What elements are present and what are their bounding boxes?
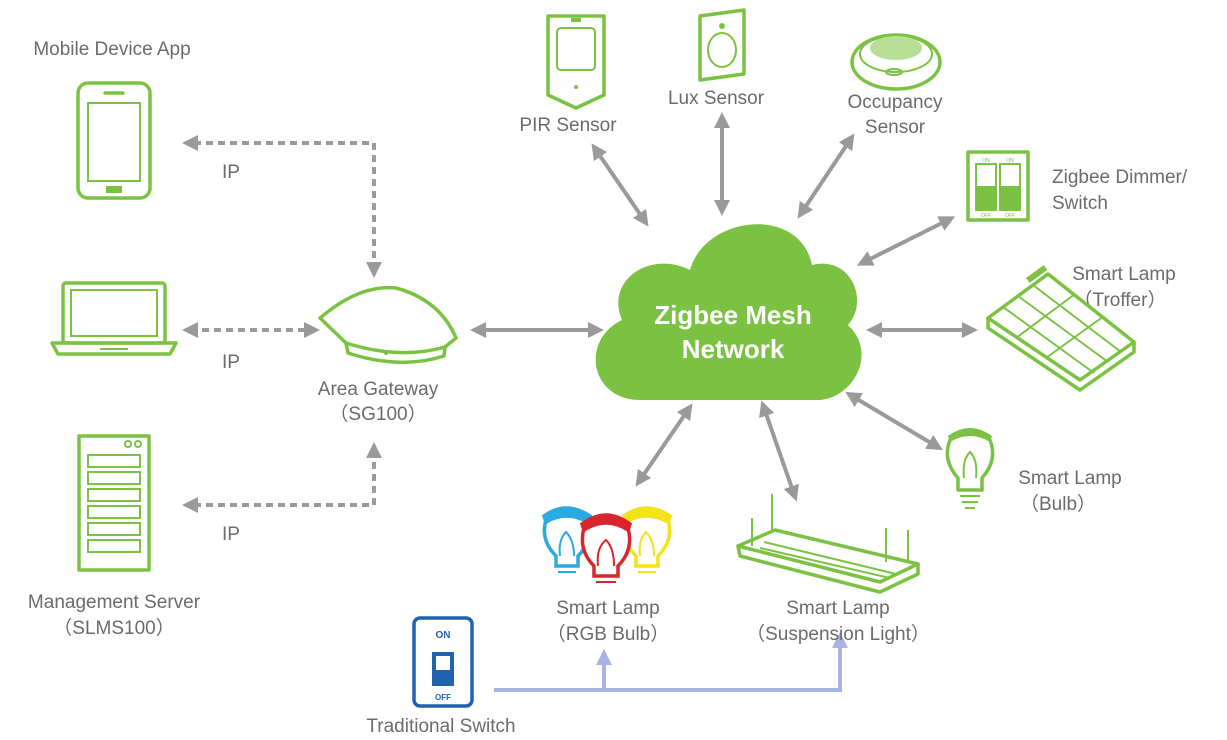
occupancy-label-line1: Occupancy bbox=[847, 92, 943, 113]
arrow-rgb-cloud bbox=[635, 403, 693, 487]
troffer-label-line1: Smart Lamp bbox=[1072, 264, 1175, 285]
cloud-shape bbox=[595, 224, 862, 401]
bulb-label-line2: （Bulb） bbox=[1020, 493, 1096, 515]
dimmer-on-label-left: ON bbox=[982, 158, 990, 164]
troffer-label-line2: （Troffer） bbox=[1074, 289, 1167, 311]
dimmer-switch-icon: ON ON OFF OFF bbox=[966, 150, 1030, 222]
server-label-line1: Management Server bbox=[28, 592, 201, 613]
occupancy-sensor-icon bbox=[850, 33, 942, 91]
suspension-label-line1: Smart Lamp bbox=[786, 598, 889, 619]
dimmer-label-line2: Switch bbox=[1052, 193, 1108, 214]
server-rack-icon bbox=[77, 434, 151, 572]
suspension-light-icon bbox=[736, 494, 920, 594]
ip-link-server bbox=[182, 442, 382, 513]
pir-sensor: PIR Sensor bbox=[519, 14, 617, 136]
ip-label-laptop: IP bbox=[222, 352, 240, 373]
lux-sensor: Lux Sensor bbox=[668, 8, 765, 109]
mobile-device-label: Mobile Device App bbox=[33, 39, 190, 60]
suspension-label-line2: （Suspension Light） bbox=[746, 623, 930, 645]
rgb-bulbs-icon bbox=[541, 506, 673, 583]
switch-wiring bbox=[494, 632, 848, 692]
smart-lamp-rgb: Smart Lamp （RGB Bulb） bbox=[541, 506, 673, 645]
smart-lamp-troffer: Smart Lamp （Troffer） bbox=[986, 264, 1176, 392]
gateway-device-icon bbox=[318, 285, 458, 364]
pir-sensor-label: PIR Sensor bbox=[519, 115, 617, 136]
mesh-connections bbox=[470, 112, 978, 502]
area-gateway: Area Gateway （SG100） bbox=[318, 285, 458, 425]
dimmer-label-line1: Zigbee Dimmer/ bbox=[1052, 167, 1188, 188]
switch-on-label: ON bbox=[436, 630, 451, 641]
cloud-title-line1: Zigbee Mesh bbox=[654, 300, 811, 330]
arrow-dimmer-cloud bbox=[856, 216, 956, 266]
toggle-switch-icon: ON OFF bbox=[412, 616, 474, 708]
laptop-icon bbox=[50, 281, 178, 356]
laptop bbox=[50, 281, 178, 356]
lux-sensor-icon bbox=[698, 8, 746, 82]
server-label-line2: （SLMS100） bbox=[53, 617, 174, 639]
lux-sensor-label: Lux Sensor bbox=[668, 88, 765, 109]
zigbee-mesh-cloud: Zigbee Mesh Network bbox=[595, 224, 862, 401]
dimmer-on-label-right: ON bbox=[1006, 158, 1014, 164]
occupancy-label-line2: Sensor bbox=[865, 117, 926, 138]
ip-label-server: IP bbox=[222, 524, 240, 545]
gateway-label-line1: Area Gateway bbox=[318, 379, 439, 400]
dimmer-off-label-left: OFF bbox=[981, 213, 991, 219]
ip-link-mobile bbox=[182, 135, 382, 278]
arrow-bulb-cloud bbox=[845, 391, 943, 451]
wire-main bbox=[494, 632, 848, 692]
smart-lamp-suspension: Smart Lamp （Suspension Light） bbox=[736, 494, 930, 645]
green-bulb-icon bbox=[945, 428, 995, 509]
arrow-occupancy-cloud bbox=[797, 133, 855, 219]
bulb-label-line1: Smart Lamp bbox=[1018, 468, 1121, 489]
troffer-lamp-icon bbox=[986, 265, 1136, 392]
dimmer-off-label-right: OFF bbox=[1005, 213, 1015, 219]
smartphone-icon bbox=[76, 81, 152, 200]
rgb-label-line2: （RGB Bulb） bbox=[547, 623, 669, 645]
rgb-label-line1: Smart Lamp bbox=[556, 598, 659, 619]
zigbee-dimmer-switch: ON ON OFF OFF Zigbee Dimmer/ Switch bbox=[966, 150, 1188, 222]
smart-lamp-bulb: Smart Lamp （Bulb） bbox=[945, 428, 1122, 515]
ip-label-mobile: IP bbox=[222, 162, 240, 183]
arrow-suspension-cloud bbox=[759, 400, 799, 502]
red-bulb-icon bbox=[579, 513, 633, 583]
traditional-switch-label: Traditional Switch bbox=[366, 716, 515, 737]
management-server: Management Server （SLMS100） bbox=[28, 434, 201, 639]
switch-off-label: OFF bbox=[435, 693, 451, 702]
ip-connections: IP IP IP bbox=[182, 135, 382, 545]
cloud-title-line2: Network bbox=[682, 334, 785, 364]
gateway-label-line2: （SG100） bbox=[329, 403, 426, 425]
pir-sensor-icon bbox=[546, 14, 606, 110]
traditional-switch: ON OFF Traditional Switch bbox=[366, 616, 516, 737]
arrow-pir-cloud bbox=[591, 143, 649, 227]
occupancy-sensor: Occupancy Sensor bbox=[847, 33, 943, 138]
mobile-device: Mobile Device App bbox=[33, 39, 191, 200]
